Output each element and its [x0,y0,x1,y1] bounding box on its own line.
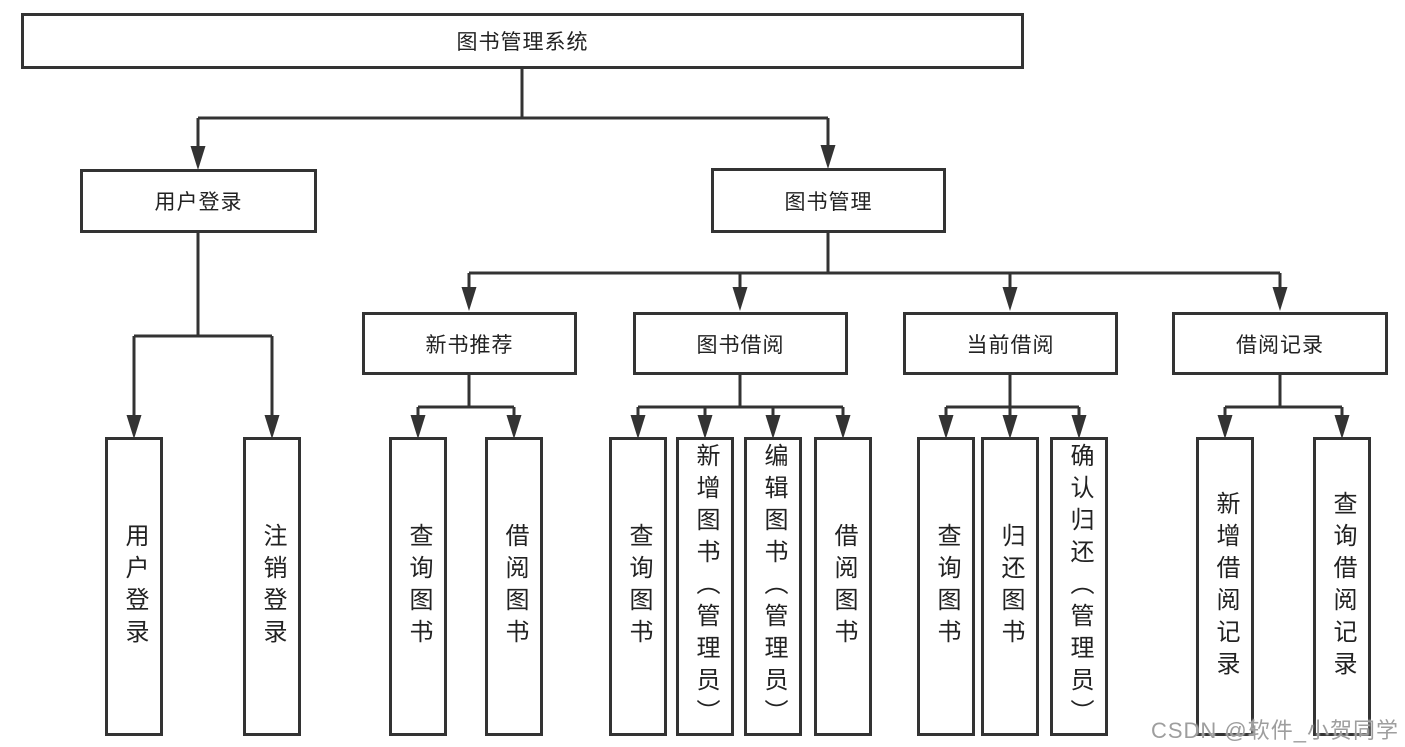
leaf-nb-query-books: 查询图书 [389,437,447,736]
leaf-bb-borrow-books: 借阅图书 [814,437,872,736]
leaf-bb-add-book-admin: 新增图书（管理员） [676,437,734,736]
node-book-management: 图书管理 [711,168,946,233]
connector-borrowing-records-to-leaves [1217,374,1350,439]
leaf-bb-edit-book-admin: 编辑图书（管理员） [744,437,802,736]
leaf-br-query-borrow-record: 查询借阅记录 [1313,437,1371,736]
watermark: CSDN @软件_小贺同学 [1150,718,1399,743]
connector-book-borrowing-to-leaves [630,375,851,439]
node-borrowing-records: 借阅记录 [1172,312,1388,375]
connector-book-management-to-level3 [461,233,1288,311]
connector-root-to-level2 [190,69,836,170]
leaf-cb-return-book: 归还图书 [981,437,1039,736]
leaf-br-add-borrow-record: 新增借阅记录 [1196,437,1254,736]
node-root: 图书管理系统 [21,13,1024,69]
connector-user-login-to-leaves [126,233,280,439]
connector-current-borrowing-to-leaves [938,375,1087,439]
leaf-bb-query-books: 查询图书 [609,437,667,736]
leaf-cb-confirm-return-admin: 确认归还（管理员） [1050,437,1108,736]
node-current-borrowing: 当前借阅 [903,312,1118,375]
node-book-borrowing: 图书借阅 [633,312,848,375]
leaf-nb-borrow-books: 借阅图书 [485,437,543,736]
leaf-user-login: 用户登录 [105,437,163,736]
node-new-book-recommend: 新书推荐 [362,312,577,375]
node-user-login: 用户登录 [80,169,317,233]
connector-new-book-recommend-to-leaves [410,375,522,439]
leaf-cb-query-books: 查询图书 [917,437,975,736]
leaf-logout: 注销登录 [243,437,301,736]
